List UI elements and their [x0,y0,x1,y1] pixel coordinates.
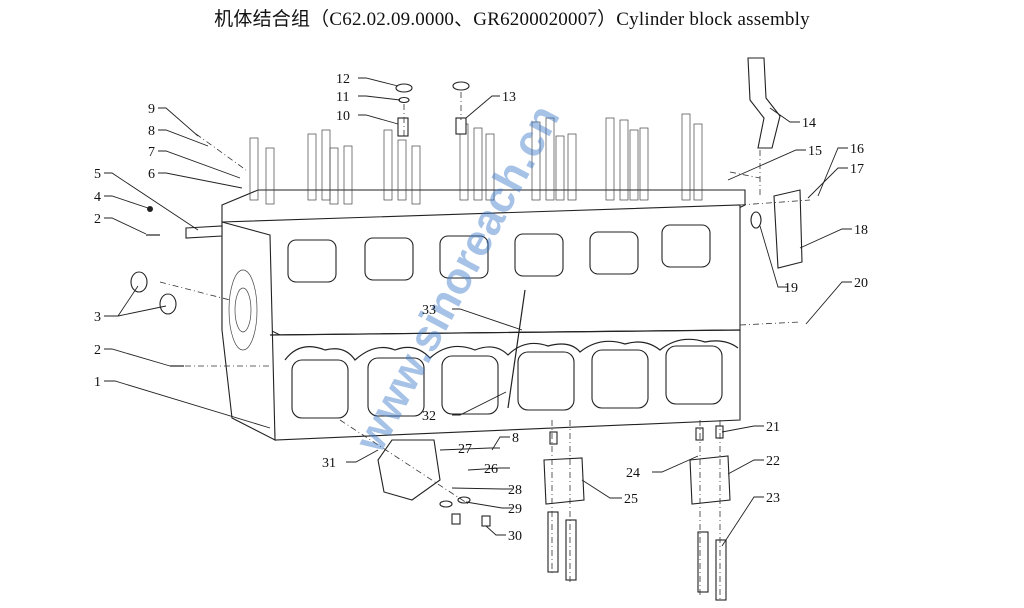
callout-7: 7 [148,145,155,160]
callout-24: 24 [626,466,640,481]
callout-17: 17 [850,162,864,177]
callout-1: 1 [94,375,101,390]
callout-3: 3 [94,310,101,325]
callout-30: 30 [508,529,522,544]
head-studs [249,113,703,205]
callout-23: 23 [766,491,780,506]
callout-22: 22 [766,454,780,469]
callout-25: 25 [624,492,638,507]
assembly-lines [159,92,811,600]
callout-18: 18 [854,223,868,238]
diagram-title: 机体结合组（C62.02.09.0000、GR6200020007）Cylind… [214,9,810,30]
callout-11: 11 [336,90,349,105]
callout-2-upper: 2 [94,212,101,227]
callout-27: 27 [458,442,472,457]
callout-19: 19 [784,281,798,296]
callout-8-upper: 8 [148,124,155,139]
callout-2-lower: 2 [94,343,101,358]
leader-lines [104,77,852,547]
callout-6: 6 [148,167,155,182]
callout-31: 31 [322,456,336,471]
callout-28: 28 [508,483,522,498]
callout-8-lower: 8 [512,431,519,446]
callout-5: 5 [94,167,101,182]
cylinder-block-body [221,189,746,441]
callout-10: 10 [336,109,350,124]
callout-21: 21 [766,420,780,435]
callout-12: 12 [336,72,350,87]
small-parts [130,57,803,601]
callout-16: 16 [850,142,864,157]
callout-20: 20 [854,276,868,291]
callout-33: 33 [422,303,436,318]
callout-32: 32 [422,409,436,424]
callout-29: 29 [508,502,522,517]
callout-labels: 1 2 2 3 4 5 6 7 8 9 10 11 12 13 14 15 16… [94,72,868,544]
callout-15: 15 [808,144,822,159]
callout-4: 4 [94,190,101,205]
callout-13: 13 [502,90,516,105]
callout-26: 26 [484,462,498,477]
callout-9: 9 [148,102,155,117]
callout-14: 14 [802,116,816,131]
